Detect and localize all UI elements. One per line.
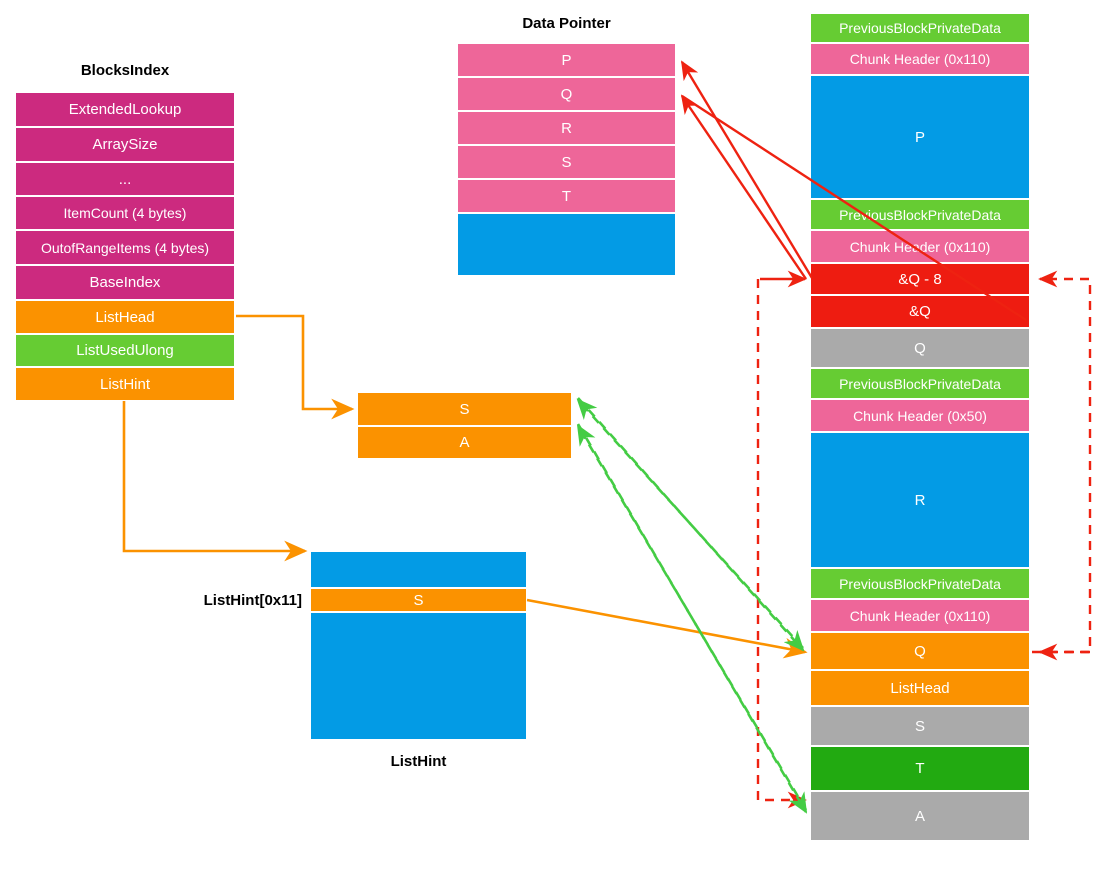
blocksindex-row-itemcount: ItemCount (4 bytes) [15, 196, 235, 230]
cell-label: ExtendedLookup [68, 101, 182, 118]
arrow-listhead-to-entrybox [236, 314, 355, 420]
cell-label: Q [560, 85, 573, 103]
datapointer-row-t: T [457, 179, 676, 213]
cell-label: OutofRangeItems (4 bytes) [40, 239, 210, 256]
heap-row-q-address: &Q [810, 295, 1030, 328]
heap-row-chunkheader-1: Chunk Header (0x110) [810, 43, 1030, 75]
cell-label: P [914, 128, 925, 146]
cell-label: ... [118, 170, 132, 188]
cell-label: &Q [909, 303, 931, 320]
arrow-heap-qminus8-to-datapointer-p [680, 60, 814, 279]
heap-row-prevblockprivatedata-3: PreviousBlockPrivateData [810, 368, 1030, 399]
cell-label: Chunk Header (0x110) [849, 238, 991, 255]
heap-row-q-gray: Q [810, 328, 1030, 368]
cell-label: A [914, 807, 925, 825]
entrybox-row-s: S [357, 392, 572, 426]
cell-label: ArraySize [92, 136, 158, 153]
cell-label: S [914, 717, 925, 735]
cell-label: Chunk Header (0x110) [849, 51, 991, 67]
cell-label: P [561, 51, 572, 69]
cell-label: R [561, 119, 572, 137]
arrow-datapointer-q-to-heap-qminus8 [680, 94, 807, 280]
cell-label: A [459, 434, 470, 451]
heap-row-chunkheader-3: Chunk Header (0x50) [810, 399, 1030, 432]
cell-label: T [561, 187, 572, 205]
cell-label: Chunk Header (0x50) [853, 407, 987, 424]
blocksindex-row-ellipsis: ... [15, 162, 235, 196]
datapointer-title: Data Pointer [522, 15, 611, 32]
blocksindex-row-listhead: ListHead [15, 300, 235, 334]
cell-label: BaseIndex [89, 274, 161, 291]
entrybox-row-a: A [357, 426, 572, 459]
heap-row-chunkheader-2: Chunk Header (0x110) [810, 230, 1030, 263]
listhint-row-bottom [310, 612, 527, 740]
heap-row-q-minus-8: &Q - 8 [810, 263, 1030, 295]
cell-label: Q [914, 642, 926, 660]
heap-row-listhead: ListHead [810, 670, 1030, 706]
blocksindex-row-outofrangeitems: OutofRangeItems (4 bytes) [15, 230, 235, 265]
blocksindex-row-listusedulong: ListUsedUlong [15, 334, 235, 367]
cell-label: PreviousBlockPrivateData [839, 375, 1001, 392]
blocksindex-row-listhint: ListHint [15, 367, 235, 401]
dashed-arrow-heap-a-to-entrybox-a [576, 424, 808, 811]
cell-label: ListHead [95, 308, 155, 326]
listhint-row-top [310, 551, 527, 588]
cell-label: S [413, 591, 424, 609]
heap-row-chunkheader-4: Chunk Header (0x110) [810, 599, 1030, 632]
dashed-arrow-heap-q-to-qminus8 [1032, 270, 1092, 654]
heap-row-r: R [810, 432, 1030, 568]
heap-row-p: P [810, 75, 1030, 199]
cell-label: S [459, 400, 470, 418]
heap-row-prevblockprivatedata-2: PreviousBlockPrivateData [810, 199, 1030, 230]
blocksindex-row-extendedlookup: ExtendedLookup [15, 92, 235, 127]
datapointer-row-p: P [457, 43, 676, 77]
cell-label: ItemCount (4 bytes) [63, 205, 187, 221]
dashed-arrow-entrybox-to-heap-q [577, 397, 805, 652]
cell-label: &Q - 8 [898, 270, 942, 288]
heap-row-a: A [810, 791, 1030, 841]
listhint-row-s: S [310, 588, 527, 612]
cell-label: T [915, 760, 925, 777]
cell-label: ListHead [890, 679, 950, 697]
blocksindex-title: BlocksIndex [80, 62, 170, 79]
datapointer-row-s: S [457, 145, 676, 179]
listhint-index-label: ListHint[0x11] [203, 592, 302, 609]
cell-label: PreviousBlockPrivateData [839, 20, 1001, 36]
dashed-arrow-entrybox-a-to-heap-a [576, 423, 808, 814]
cell-label: R [914, 491, 926, 509]
blocksindex-row-arraysize: ArraySize [15, 127, 235, 162]
blocksindex-row-baseindex: BaseIndex [15, 265, 235, 300]
cell-label: Q [914, 339, 926, 357]
cell-label: PreviousBlockPrivateData [839, 575, 1001, 592]
heap-row-q-orange: Q [810, 632, 1030, 670]
cell-label: Chunk Header (0x110) [849, 607, 991, 624]
cell-label: ListUsedUlong [76, 342, 174, 359]
heap-row-s: S [810, 706, 1030, 746]
arrow-listhint-entry-to-heap-q [526, 598, 808, 659]
dashed-arrow-heap-q-to-entrybox [576, 398, 804, 649]
heap-row-prevblockprivatedata-1: PreviousBlockPrivateData [810, 13, 1030, 43]
cell-label: PreviousBlockPrivateData [839, 206, 1001, 223]
heap-row-t: T [810, 746, 1030, 791]
arrow-listhint-to-listhint-array [122, 401, 308, 562]
datapointer-row-q: Q [457, 77, 676, 111]
listhint-title: ListHint [390, 753, 447, 770]
datapointer-row-free [457, 213, 676, 276]
heap-row-prevblockprivatedata-4: PreviousBlockPrivateData [810, 568, 1030, 599]
cell-label: S [561, 153, 572, 171]
cell-label: ListHint [99, 375, 151, 393]
datapointer-row-r: R [457, 111, 676, 145]
dashed-arrow-qminus8-to-heap-t [756, 279, 807, 809]
